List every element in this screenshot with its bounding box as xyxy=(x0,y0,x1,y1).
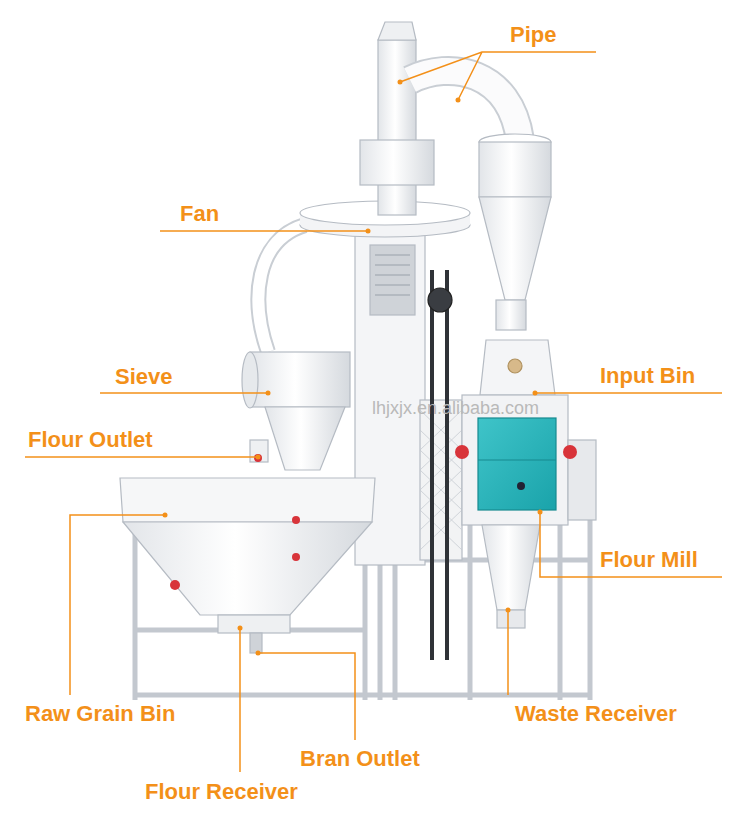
part-label: Pipe xyxy=(510,22,556,48)
part-label: Bran Outlet xyxy=(300,746,420,772)
watermark-text: lhjxjx.en.alibaba.com xyxy=(372,397,539,419)
part-label: Flour Outlet xyxy=(28,427,153,453)
leader-lines xyxy=(25,52,722,772)
part-label: Input Bin xyxy=(600,363,695,389)
part-label: Raw Grain Bin xyxy=(25,701,175,727)
part-label: Fan xyxy=(180,201,219,227)
part-label: Flour Mill xyxy=(600,547,698,573)
part-label: Sieve xyxy=(115,364,173,390)
part-label: Flour Receiver xyxy=(145,779,298,805)
part-label: Waste Receiver xyxy=(515,701,677,727)
